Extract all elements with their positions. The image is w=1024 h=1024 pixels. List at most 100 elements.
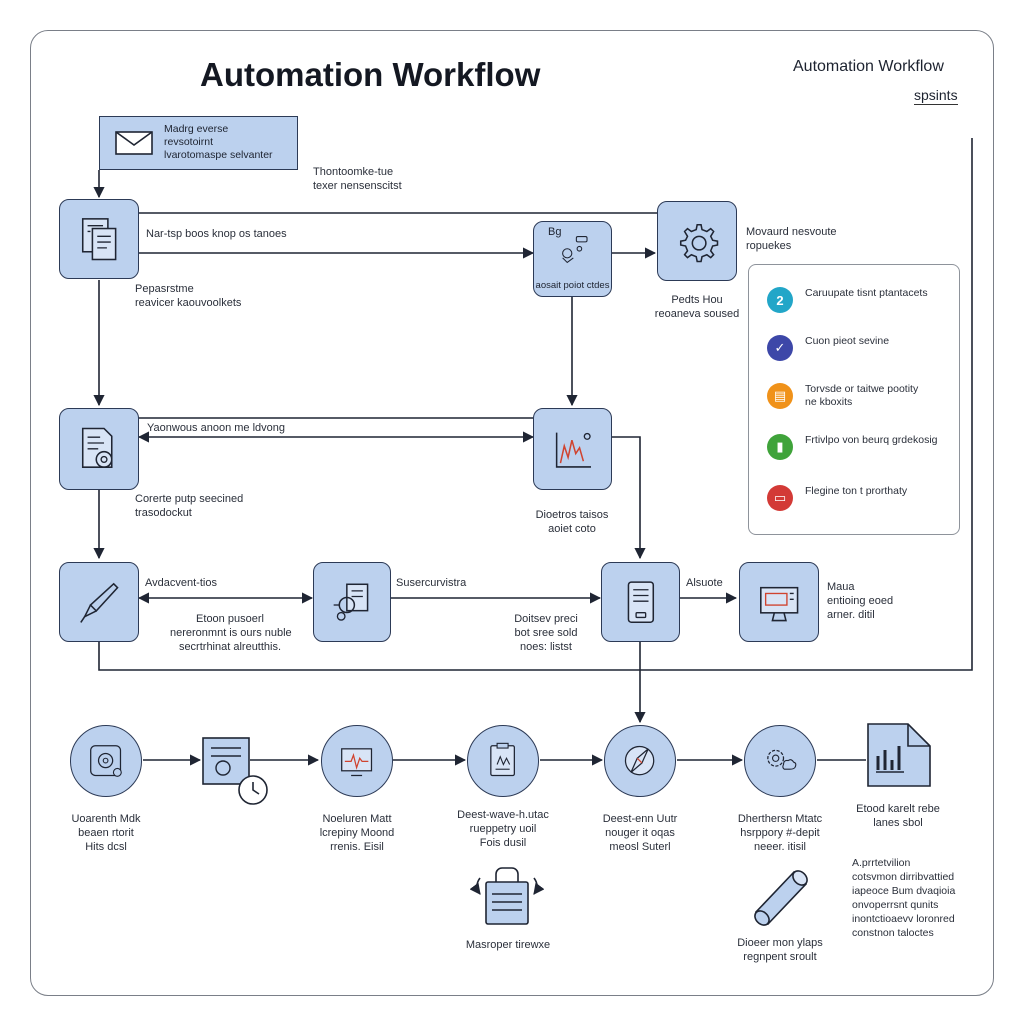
- summary-note: A.prrtetvilion cotsvmon dirribvattied ia…: [852, 856, 955, 940]
- gears-cloud-icon: [767, 750, 797, 771]
- process-edge-note: Doitsev preci bot sree sold noes: listst: [488, 612, 604, 654]
- label-line: Dherthersn Mtatc: [737, 813, 823, 825]
- label-line: Corerte putp seecined: [135, 493, 244, 505]
- trigger-note-line: texer nensenscitst: [313, 180, 402, 192]
- process-node[interactable]: [313, 562, 391, 642]
- label-line: Dioetros taisos: [535, 509, 609, 521]
- pipe-segment[interactable]: [752, 868, 810, 930]
- pipe-segment-label: Dioeer mon ylaps regnpent sroult: [726, 936, 834, 964]
- clipboard-icon: [490, 743, 516, 777]
- hub-tag: Bg: [548, 226, 562, 238]
- row2-edge-label: Yaonwous anoon me ldvong: [147, 422, 286, 434]
- process-node-label: Susercurvistra: [396, 577, 467, 589]
- label-line: Pepasrstme: [135, 283, 194, 295]
- label-line: aoiet coto: [548, 523, 596, 535]
- trigger-note: Thontoomke-tue texer nensenscitst: [313, 165, 402, 193]
- label-line: Etood karelt rebe: [856, 803, 940, 815]
- pipeline-step-6[interactable]: [744, 725, 816, 797]
- analytics-node-label: Dioetros taisos aoiet coto: [520, 508, 624, 536]
- legend-text: Flegine ton t prorthaty: [805, 485, 908, 497]
- label-line: onvoperrsnt qunits: [852, 899, 939, 911]
- label-line: entioing eoed: [827, 595, 894, 607]
- label-line: cotsvmon dirribvattied: [852, 871, 955, 883]
- label-line: reavicer kaouvoolkets: [135, 297, 242, 309]
- label-line: meosl Suterl: [609, 841, 671, 853]
- monitor-node-label: Maua entioing eoed arner. ditil: [827, 580, 893, 622]
- monitor-node[interactable]: [739, 562, 819, 642]
- trigger-line: lvarotomaspe selvanter: [164, 149, 273, 161]
- corner-subtitle: spsints: [914, 87, 958, 105]
- tablet-icon: [627, 581, 654, 623]
- gear-icon: [679, 223, 719, 263]
- tool-edge-note: Etoon pusoerl nereronmnt is ours nuble s…: [170, 612, 292, 654]
- tool-node-label: Avdacvent-tios: [145, 577, 217, 589]
- gear-node[interactable]: [657, 201, 737, 281]
- document-icon: [81, 217, 117, 261]
- label-line: nereronmnt is ours nuble: [170, 627, 292, 639]
- legend-item[interactable]: ▮ Frtivlpo von beurq grdekosig: [767, 432, 957, 462]
- tool-node[interactable]: [59, 562, 139, 642]
- pipeline-step-6-label: Dherthersn Mtatc hsrppory #-depit neeer.…: [722, 812, 838, 854]
- label-line: beaen rtorit: [78, 827, 134, 839]
- lock-document-label: Masroper tirewxe: [465, 939, 551, 951]
- label-line: rrenis. Eisil: [330, 841, 384, 853]
- pipeline-step-4[interactable]: [467, 725, 539, 797]
- hub-node[interactable]: Bg aosait poiot ctdes: [533, 221, 612, 297]
- corner-title: Automation Workflow: [793, 58, 944, 75]
- label-line: Doitsev preci: [514, 613, 578, 625]
- label-line: nouger it oqas: [605, 827, 675, 839]
- label-line: ropuekes: [746, 240, 792, 252]
- pipeline-step-1-label: Uoarenth Mdk beaen rtorit Hits dcsl: [52, 812, 160, 854]
- document-node[interactable]: [59, 199, 139, 279]
- label-line: Dioeer mon ylaps: [737, 937, 823, 949]
- label-line: bot sree sold: [514, 627, 578, 639]
- label-line: Etoon pusoerl: [196, 613, 264, 625]
- label-line: regnpent sroult: [743, 951, 817, 963]
- pipeline-step-5-label: Deest-enn Uutr nouger it oqas meosl Sute…: [584, 812, 696, 854]
- gear-node-top-label: Movaurd nesvoute ropuekes: [746, 225, 837, 253]
- label-line: arner. ditil: [827, 609, 875, 621]
- line-chart-icon: [555, 432, 591, 468]
- legend-item[interactable]: 2 Caruupate tisnt ptantacets: [767, 285, 957, 315]
- label-line: Maua: [827, 581, 855, 593]
- envelope-icon: [115, 131, 153, 155]
- card-icon: ▭: [767, 485, 793, 511]
- lock-document[interactable]: [469, 864, 545, 930]
- check-icon: ✓: [767, 335, 793, 361]
- label-line: lcrepiny Moond: [319, 827, 395, 839]
- pipeline-step-7[interactable]: [866, 722, 932, 788]
- legend-text: Frtivlpo von beurq grdekosig: [805, 434, 938, 446]
- pipeline-step-2[interactable]: [201, 736, 268, 805]
- trigger-box[interactable]: Madrg everse revsotoirnt lvarotomaspe se…: [99, 116, 298, 170]
- pen-tool-icon: [79, 582, 119, 623]
- legend-item[interactable]: ▭ Flegine ton t prorthaty: [767, 483, 957, 513]
- label-line: trasodockut: [135, 507, 192, 519]
- row1-edge-label: Nar-tsp boos knop os tanoes: [146, 228, 287, 240]
- compass-icon: [625, 746, 655, 776]
- gear-badge-icon: [90, 745, 123, 778]
- legend-text: ne kboxits: [805, 396, 853, 408]
- pipeline-step-5[interactable]: [604, 725, 676, 797]
- pipeline-step-1[interactable]: [70, 725, 142, 797]
- document-node-label: Pepasrstme reavicer kaouvoolkets: [135, 282, 241, 310]
- analytics-node[interactable]: [533, 408, 612, 490]
- legend-text: Cuon pieot sevine: [805, 335, 890, 347]
- settings-document-label: Corerte putp seecined trasodockut: [135, 492, 243, 520]
- gear-node-bottom-label: Pedts Hou reoaneva soused: [650, 293, 744, 321]
- settings-document-node[interactable]: [59, 408, 139, 490]
- settings-document-icon: [81, 427, 113, 469]
- pipeline-step-4-label: Deest-wave-h.utac rueppetry uoil Fois du…: [447, 808, 559, 850]
- pipeline-step-3[interactable]: [321, 725, 393, 797]
- monitor-pulse-icon: [341, 748, 373, 777]
- label-line: Noeluren Matt: [322, 813, 392, 825]
- hub-icon: [562, 236, 588, 264]
- process-icon: [334, 583, 369, 621]
- label-line: Uoarenth Mdk: [71, 813, 141, 825]
- diagram-frame: [30, 30, 994, 996]
- label-line: iapeoce Bum dvaqioia: [852, 885, 956, 897]
- trigger-line: Madrg everse: [164, 123, 229, 135]
- device-node[interactable]: [601, 562, 680, 642]
- legend-item[interactable]: ✓ Cuon pieot sevine: [767, 333, 957, 363]
- legend-item[interactable]: ▤ Torvsde or taitwe pootity ne kboxits: [767, 381, 957, 411]
